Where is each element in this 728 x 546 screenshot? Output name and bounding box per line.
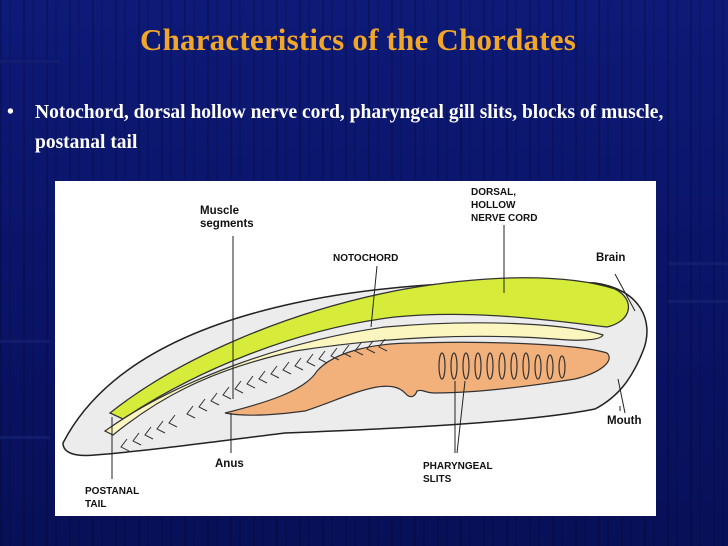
chordate-diagram: Muscle segments NOTOCHORD DORSAL, HOLLOW… — [55, 181, 656, 516]
label-dorsal-nerve-cord: DORSAL, HOLLOW NERVE CORD — [471, 186, 538, 225]
label-postanal-line2: TAIL — [85, 499, 107, 510]
label-dorsal-line1: DORSAL, — [471, 187, 516, 198]
leader-lines — [111, 225, 636, 479]
label-mouth: Mouth — [607, 415, 642, 427]
background-streak — [0, 60, 60, 63]
bullet-marker: • — [7, 102, 14, 123]
label-dorsal-line2: HOLLOW — [471, 200, 516, 211]
bullet-list: • Notochord, dorsal hollow nerve cord, p… — [7, 98, 697, 158]
gill-slits — [438, 352, 566, 380]
background-streak — [0, 340, 50, 343]
slide-title: Characteristics of the Chordates — [140, 22, 576, 57]
label-muscle-line2: segments — [200, 218, 254, 230]
label-pharyngeal-slits: PHARYNGEAL SLITS — [423, 460, 493, 486]
background-streak — [0, 436, 50, 439]
label-postanal-tail: POSTANAL TAIL — [85, 485, 139, 511]
label-muscle-line1: Muscle — [200, 205, 239, 217]
gut-shape — [224, 341, 610, 416]
label-dorsal-line3: NERVE CORD — [471, 213, 538, 224]
label-pharyngeal-line1: PHARYNGEAL — [423, 461, 493, 472]
muscle-chevrons — [120, 338, 388, 452]
label-pharyngeal-line2: SLITS — [423, 474, 452, 485]
background-streak — [668, 262, 728, 265]
label-anus: Anus — [215, 458, 244, 470]
bullet-text: Notochord, dorsal hollow nerve cord, pha… — [35, 102, 664, 153]
label-notochord: NOTOCHORD — [333, 253, 399, 264]
label-brain: Brain — [596, 252, 626, 264]
nerve-cord-shape — [108, 277, 630, 420]
chordate-body-drawing — [62, 225, 648, 479]
label-postanal-line1: POSTANAL — [85, 486, 140, 497]
notochord-shape — [103, 322, 604, 436]
background-streak — [668, 300, 728, 303]
label-muscle-segments: Muscle segments — [200, 205, 254, 231]
